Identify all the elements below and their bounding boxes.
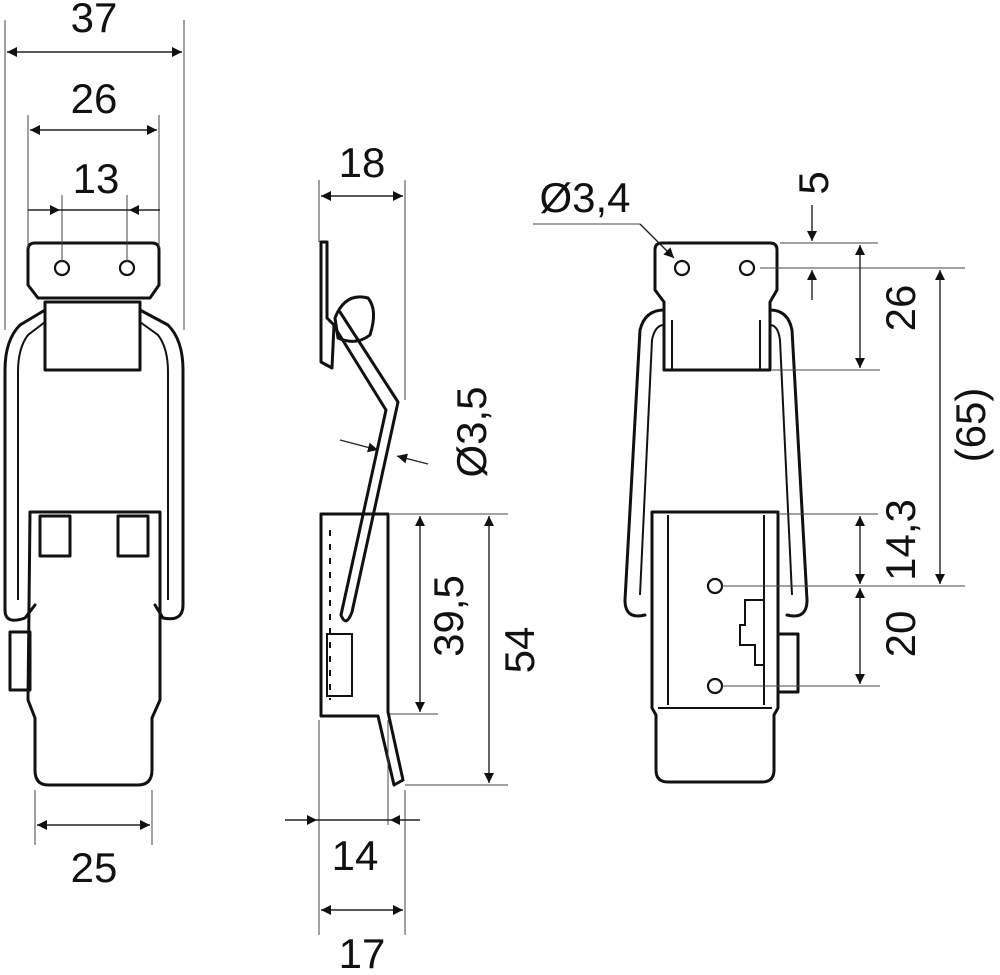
side-top-plate [319,240,336,370]
dim-text-17: 17 [339,930,386,975]
rear-base-hole-upper [706,577,724,595]
dim-text-14-3: 14,3 [877,499,924,581]
side-hinge-knuckle [333,295,375,343]
front-mount-hole-right [118,259,136,277]
rear-mount-hole-left [673,259,691,277]
dim-text-54: 54 [496,627,543,674]
rear-mount-hole-right [738,259,756,277]
front-mount-hole-left [53,259,71,277]
rear-view [623,241,809,784]
front-wire-loop-inner [17,321,46,600]
front-hasp-body [26,510,162,787]
dim-text-hole-diameter: Ø3,4 [539,174,630,221]
side-wire-bail [332,310,400,623]
side-dimensions: 18 Ø3,5 39,5 54 14 17 [285,139,543,975]
front-wire-loop-outer-right [138,308,185,621]
front-view [3,241,185,787]
dim-text-20: 20 [877,611,924,658]
front-hasp-clip-left [38,514,72,558]
dim-text-39-5: 39,5 [425,575,472,657]
rear-latch-notch [739,599,764,666]
rear-side-tab [776,632,800,694]
side-base-plate [319,512,405,787]
dim-text-18: 18 [339,139,386,186]
rear-wire-loop-left-inner [639,324,665,596]
rear-top-plate [653,241,779,372]
rear-base-hole-lower [706,677,724,695]
dim-text-13: 13 [73,155,120,202]
dim-text-wire-diameter: Ø3,5 [448,386,495,477]
dim-text-5: 5 [790,171,837,194]
dim-text-26-rear: 26 [877,285,924,332]
front-dimensions: 37 26 13 25 [4,0,185,891]
dim-line-wire-diameter [339,439,379,453]
rear-wire-loop-left [623,308,666,618]
rear-wire-loop-right [768,308,809,618]
side-hinge-tab [326,633,353,697]
front-hasp-clip-right [116,514,150,558]
dim-line-hole-diameter [639,223,675,259]
front-wire-loop-outer [3,308,47,622]
front-hinge-barrel [43,300,142,372]
dim-text-65: (65) [947,388,994,463]
dim-text-26-front: 26 [71,75,118,122]
dim-text-37: 37 [71,0,118,41]
front-wire-loop-inner-right [139,321,169,600]
side-view [319,240,405,787]
rear-base-body [650,510,780,784]
dim-text-14: 14 [332,832,379,879]
front-side-tab [8,630,32,692]
rear-wire-loop-right-inner [769,324,793,596]
rear-dimensions: Ø3,4 5 26 (65) 14,3 20 [533,171,994,687]
front-top-plate [26,241,161,300]
dim-text-25: 25 [71,844,118,891]
